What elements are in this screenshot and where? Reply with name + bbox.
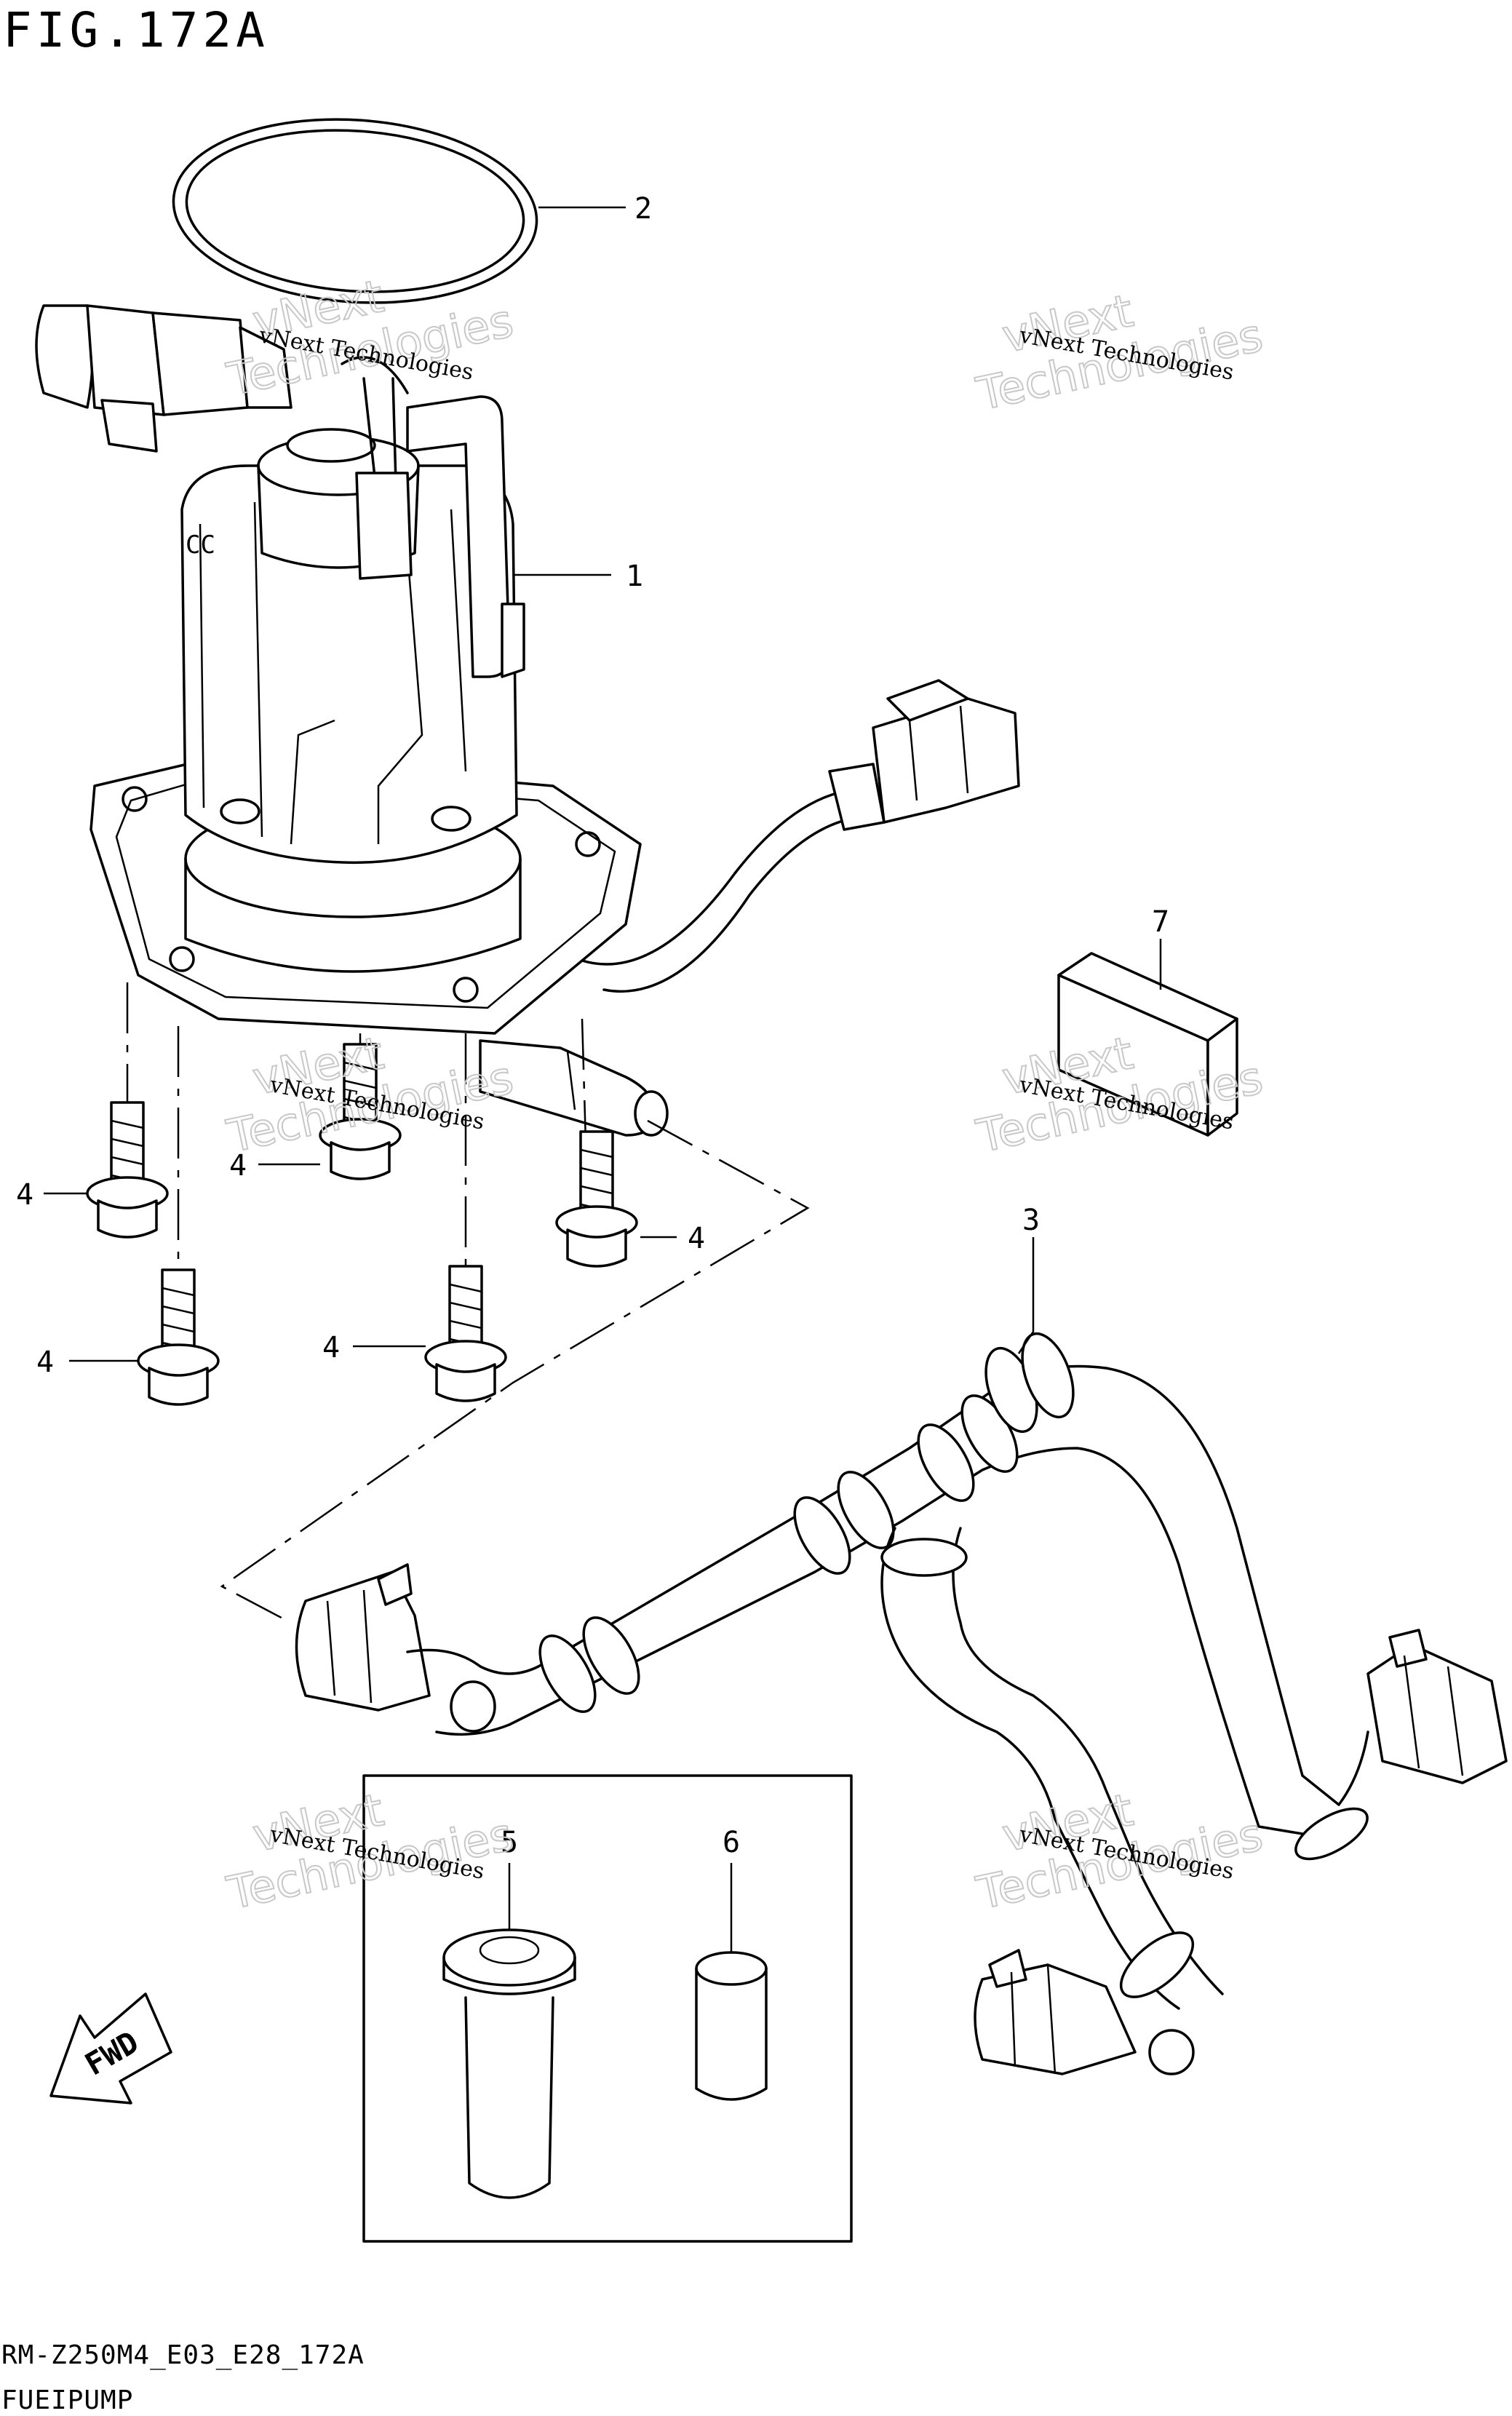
callout-6: 6	[723, 1826, 740, 1859]
part-1-fuel-pump: CC	[35, 304, 1020, 1624]
callout-4c: 4	[688, 1222, 705, 1255]
figure-title: FIG.172A	[3, 2, 269, 58]
parts-5-6-box	[362, 1774, 853, 2243]
callouts: 2 1 7 3 4 4 4 4 4 5 6	[16, 192, 1169, 1952]
part-2-o-ring	[172, 118, 538, 304]
svg-text:CC: CC	[186, 531, 215, 560]
part-7-label	[1057, 952, 1238, 1137]
part-5-grommet	[442, 1928, 576, 2199]
callout-4e: 4	[322, 1331, 340, 1364]
callout-4a: 4	[16, 1178, 33, 1212]
fwd-arrow-icon: FWD	[49, 1992, 172, 2105]
callout-1: 1	[626, 560, 643, 593]
figure-code: RM-Z250M4_E03_E28_172A	[1, 2340, 365, 2370]
callout-3: 3	[1022, 1204, 1040, 1237]
callout-5: 5	[501, 1826, 518, 1859]
callout-7: 7	[1152, 905, 1169, 939]
part-3-fuel-hose	[295, 1332, 1508, 2075]
callout-2: 2	[634, 192, 652, 226]
figure-name: FUEIPUMP	[1, 2385, 133, 2415]
part-6-sleeve	[695, 1951, 768, 2101]
callout-4d: 4	[36, 1346, 54, 1379]
callout-4b: 4	[229, 1149, 247, 1183]
